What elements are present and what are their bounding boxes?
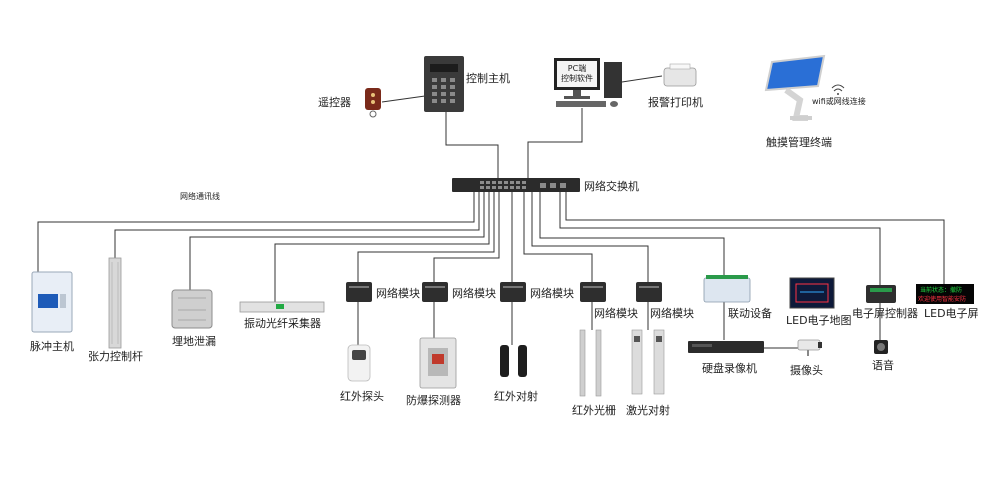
ir-beam-device (500, 345, 527, 377)
wifi-label: wifi或网线连接 (812, 96, 866, 106)
voice-label: 语音 (872, 358, 894, 372)
remote-control (365, 88, 381, 118)
led-screen-line1: 当前状态：撤防 (920, 286, 962, 294)
laser-beam-device (631, 329, 665, 395)
linkage-device (703, 275, 751, 303)
net-module-3-label: 网络模块 (530, 286, 574, 300)
pulse-host-label: 脉冲主机 (30, 339, 74, 353)
network-module-2 (422, 282, 448, 302)
remote-label: 遥控器 (318, 95, 351, 109)
explosion-detector-label: 防爆探测器 (406, 393, 461, 407)
control-host-label: 控制主机 (466, 71, 510, 85)
network-module-5 (636, 282, 662, 302)
pc-screen-line2: 控制软件 (561, 73, 593, 83)
camera-label: 摄像头 (790, 363, 823, 377)
pulse-host-device (31, 271, 73, 333)
ir-beam-label: 红外对射 (494, 389, 538, 403)
camera-device (797, 339, 822, 356)
wifi-icon (831, 84, 845, 95)
net-module-4-label: 网络模块 (594, 306, 638, 320)
network-cable-label: 网络通讯线 (180, 191, 220, 201)
network-module-4 (580, 282, 606, 302)
screen-controller-device (866, 285, 896, 303)
pc-computer (554, 58, 622, 107)
speaker-device (874, 340, 888, 354)
buried-leak-device (171, 289, 213, 329)
touch-terminal-device (764, 54, 826, 121)
linkage-device-label: 联动设备 (728, 306, 772, 320)
led-map-label: LED电子地图 (786, 314, 852, 327)
hdd-recorder-label: 硬盘录像机 (702, 361, 757, 375)
connection-lines (37, 75, 945, 349)
ir-grating-label: 红外光栅 (572, 403, 616, 417)
ir-probe-label: 红外探头 (340, 390, 384, 403)
network-module-1 (346, 282, 372, 302)
net-module-2-label: 网络模块 (452, 286, 496, 300)
hdd-recorder-device (688, 341, 764, 353)
screen-controller-label: 电子屏控制器 (852, 306, 918, 320)
net-module-1-label: 网络模块 (376, 286, 420, 300)
ir-grating-device (579, 329, 602, 397)
buried-leak-label: 埋地泄漏 (172, 335, 216, 348)
pc-screen-line1: PC端 (568, 63, 586, 73)
network-module-3 (500, 282, 526, 302)
tension-rod-label: 张力控制杆 (88, 349, 143, 363)
explosion-detector-device (419, 337, 457, 389)
alarm-printer-label: 报警打印机 (648, 95, 703, 109)
led-screen-device (916, 284, 974, 304)
switch-label: 网络交换机 (584, 179, 639, 193)
fiber-collector-label: 振动光纤采集器 (244, 316, 321, 330)
tension-rod-device (108, 257, 122, 349)
network-switch-device (452, 178, 580, 192)
laser-beam-label: 激光对射 (626, 403, 670, 417)
led-screen-line2: 欢迎使用智能安防 (918, 295, 966, 303)
alarm-printer-device (663, 63, 697, 87)
control-host-device (424, 56, 464, 112)
led-screen-label: LED电子屏 (924, 307, 979, 320)
touch-terminal-label: 触摸管理终端 (766, 135, 832, 149)
net-module-5-label: 网络模块 (650, 306, 694, 320)
fiber-collector-device (239, 301, 325, 313)
ir-probe-device (347, 344, 371, 382)
led-map-device (789, 277, 835, 309)
